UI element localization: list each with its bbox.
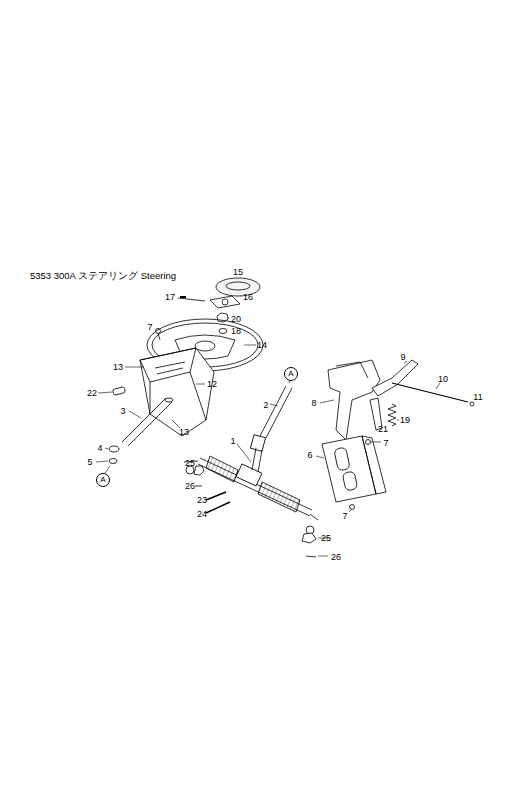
reference-circle: A [96, 473, 110, 487]
diagram-title: 5353 300A ステアリング Steering [30, 270, 176, 283]
callout-number: 23 [197, 496, 207, 505]
callout-number: 12 [207, 380, 217, 389]
callout-number: 2 [263, 401, 268, 410]
callout-number: 7 [383, 439, 388, 448]
callout-number: 18 [231, 327, 241, 336]
callout-number: 10 [438, 375, 448, 384]
callout-number: 13 [113, 363, 123, 372]
reference-letter: A [100, 476, 105, 484]
callout-number: 3 [120, 407, 125, 416]
callout-number: 15 [233, 268, 243, 277]
callout-number: 7 [147, 323, 152, 332]
callout-number: 8 [311, 399, 316, 408]
callout-number: 7 [342, 512, 347, 521]
callout-number: 5 [87, 458, 92, 467]
callout-number: 16 [243, 293, 253, 302]
callout-number: 9 [400, 353, 405, 362]
callout-number: 17 [165, 293, 175, 302]
callout-number: 1 [230, 437, 235, 446]
callout-number: 26 [185, 482, 195, 491]
callout-number: 22 [87, 389, 97, 398]
callout-number: 13 [179, 428, 189, 437]
callout-number: 21 [378, 425, 388, 434]
reference-letter: A [288, 370, 293, 378]
callout-number: 11 [473, 393, 482, 402]
callout-number: 6 [307, 451, 312, 460]
callout-number: 19 [400, 416, 410, 425]
callout-number: 26 [331, 553, 341, 562]
callout-number: 24 [197, 510, 207, 519]
callout-number: 20 [231, 315, 241, 324]
callout-number: 25 [185, 459, 195, 468]
callout-number: 25 [321, 534, 331, 543]
callout-number: 4 [97, 444, 102, 453]
callout-number: 14 [257, 341, 267, 350]
reference-circle: A [284, 367, 298, 381]
